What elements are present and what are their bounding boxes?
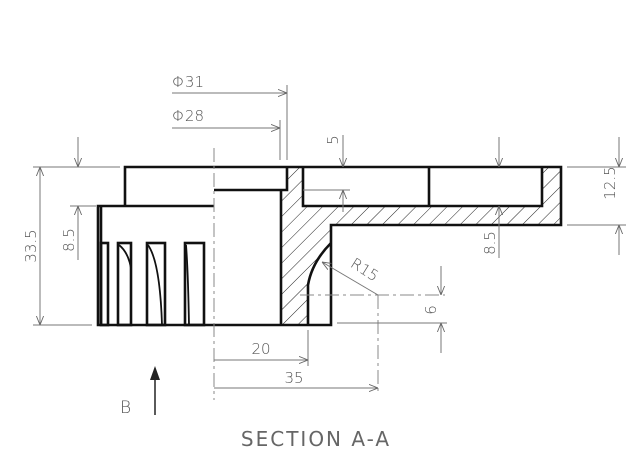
dim-dia-31: Φ31: [172, 73, 204, 91]
dim-33-5: 33.5: [22, 229, 40, 262]
view-label-b: B: [120, 398, 131, 418]
section-title: SECTION A-A: [241, 427, 391, 451]
dim-6: 6: [422, 305, 440, 315]
part-outline: [96, 165, 563, 327]
dimension-lines: [33, 85, 626, 415]
slots: [99, 241, 206, 327]
dim-35: 35: [284, 369, 303, 387]
dim-20: 20: [251, 340, 270, 358]
dim-5: 5: [324, 135, 342, 145]
dim-12-5: 12.5: [601, 166, 619, 199]
dim-8-5-left: 8.5: [60, 228, 78, 252]
dim-8-5-right: 8.5: [481, 231, 499, 255]
dim-dia-28: Φ28: [172, 107, 204, 125]
hatched-section: [281, 167, 561, 325]
